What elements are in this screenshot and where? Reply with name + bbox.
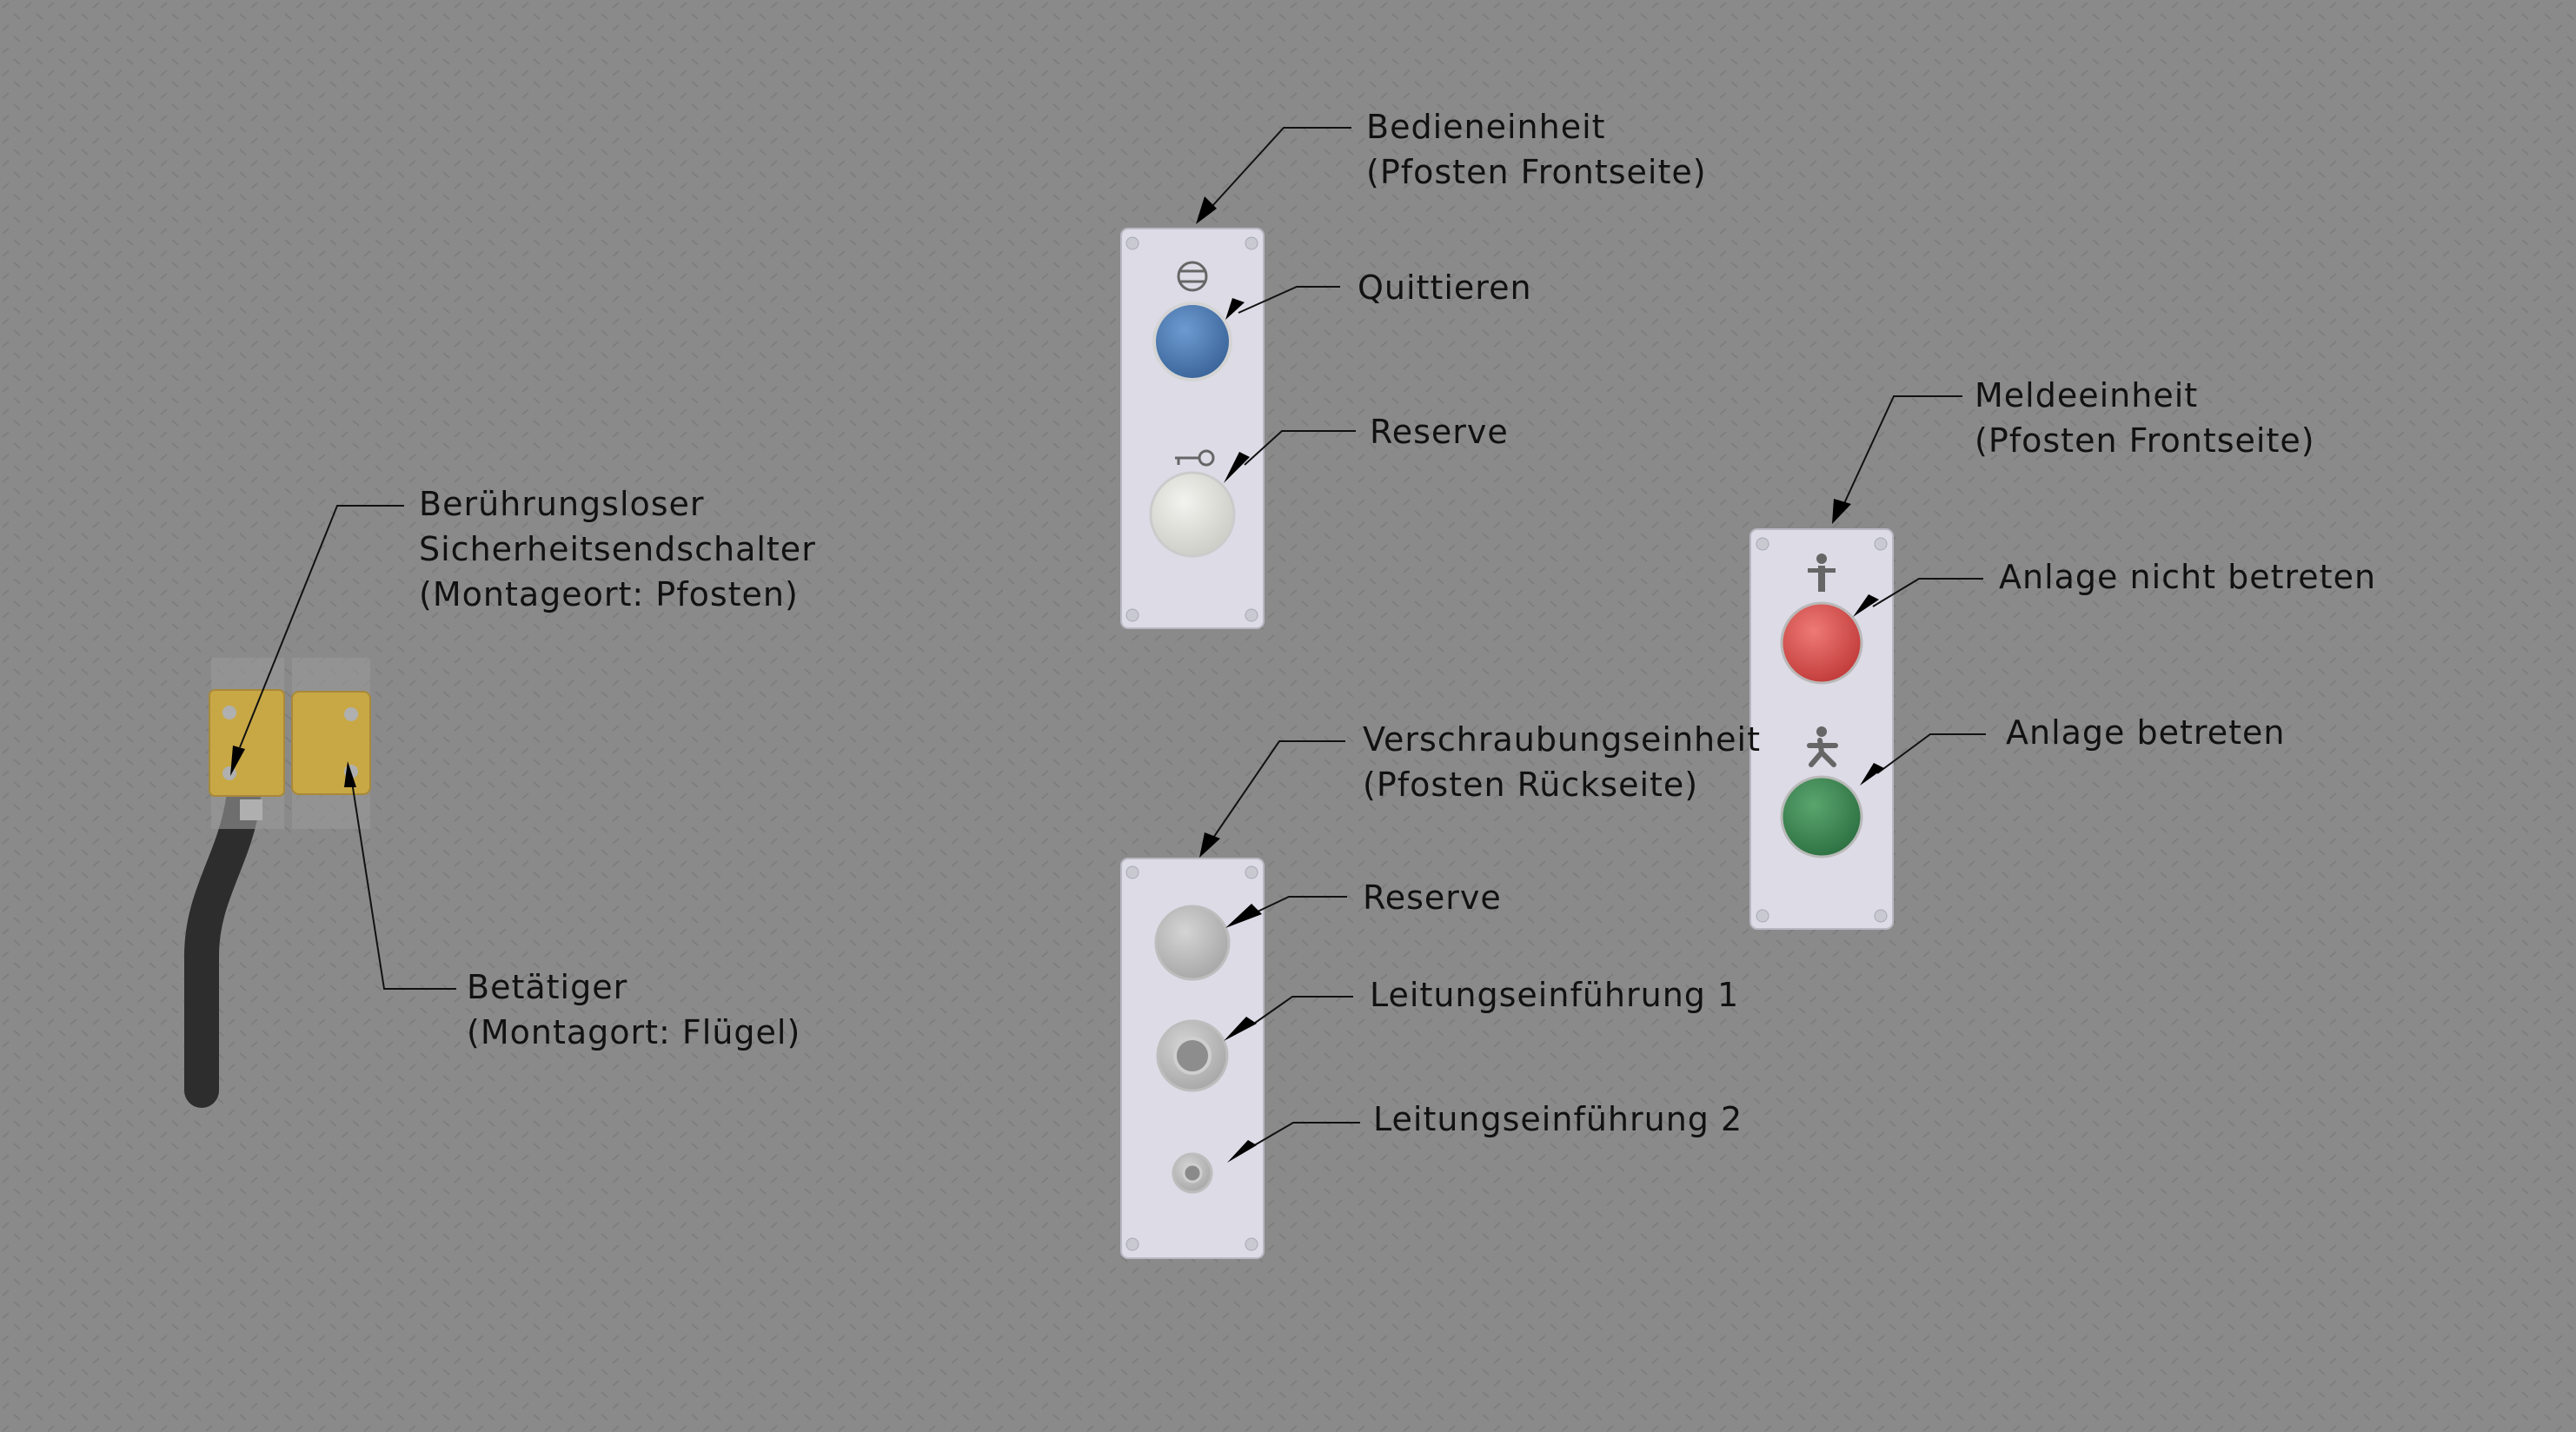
arrow-meldeeinheit — [1832, 499, 1851, 524]
label-verschraubungseinheit: Verschraubungseinheit (Pfosten Rückseite… — [1363, 717, 1761, 807]
leader-reserve-bottom — [1255, 896, 1347, 913]
meldeeinheit-panel — [1749, 528, 1894, 930]
label-leitung2-line1: Leitungseinführung 2 — [1373, 1100, 1743, 1138]
arrow-anlage-betreten — [1860, 763, 1884, 786]
arrow-reserve-top — [1224, 452, 1250, 483]
leader-leitung2 — [1251, 1122, 1360, 1148]
label-bedieneinheit-line1: Bedieneinheit — [1366, 108, 1606, 146]
label-sensor-line2: Sicherheitsendschalter — [419, 530, 816, 568]
label-betaetiger-line2: (Montagort: Flügel) — [467, 1013, 801, 1051]
standing-person-icon — [1808, 554, 1836, 592]
label-leitung2: Leitungseinführung 2 — [1373, 1097, 1743, 1142]
cable-gland-1 — [1156, 1019, 1229, 1092]
arrow-sensor — [230, 746, 245, 776]
label-betaetiger-line1: Betätiger — [467, 968, 628, 1006]
leader-meldeeinheit — [1840, 395, 1962, 512]
leader-betaetiger — [351, 781, 456, 990]
label-sensor-line3: (Montageort: Pfosten) — [419, 575, 799, 613]
label-anlage-betreten: Anlage betreten — [2006, 710, 2285, 755]
label-meldeeinheit-line2: (Pfosten Frontseite) — [1975, 421, 2315, 460]
arrow-reserve-bottom — [1225, 904, 1262, 928]
acknowledge-symbol-icon — [1177, 261, 1208, 292]
label-anlage-nicht-betreten: Anlage nicht betreten — [1999, 554, 2376, 600]
arrow-verschraubungseinheit — [1199, 832, 1220, 858]
label-bedieneinheit-line2: (Pfosten Frontseite) — [1366, 153, 1707, 191]
arrow-betaetiger — [344, 761, 356, 787]
label-quittieren: Quittieren — [1358, 265, 1532, 310]
leader-anlage-nicht-betreten — [1872, 578, 1983, 607]
leader-anlage-betreten — [1876, 733, 1986, 774]
arrow-leitung2 — [1227, 1140, 1257, 1163]
label-reserve-bottom: Reserve — [1363, 875, 1502, 920]
label-leitung1-line1: Leitungseinführung 1 — [1370, 976, 1740, 1014]
label-reserve-top: Reserve — [1370, 409, 1509, 454]
arrow-leitung1 — [1224, 1017, 1257, 1041]
anlage-betreten-lamp — [1780, 775, 1863, 859]
leader-arrowheads — [230, 196, 1884, 1163]
safety-sensor — [184, 658, 285, 1108]
label-verschraubungseinheit-line2: (Pfosten Rückseite) — [1363, 766, 1699, 804]
label-quittieren-line1: Quittieren — [1358, 268, 1532, 307]
label-anlage-betreten-line1: Anlage betreten — [2006, 713, 2286, 752]
leader-verschraubungseinheit — [1209, 740, 1345, 844]
walking-person-icon — [1807, 726, 1838, 767]
label-reserve-bottom-line1: Reserve — [1363, 878, 1502, 917]
quittieren-button[interactable] — [1152, 302, 1232, 381]
leader-sensor — [239, 505, 404, 748]
bedieneinheit-panel — [1120, 228, 1265, 629]
anlage-nicht-betreten-lamp — [1780, 601, 1863, 685]
cable-gland-2 — [1172, 1152, 1213, 1194]
label-anlage-nicht-betreten-line1: Anlage nicht betreten — [1999, 558, 2377, 596]
actuator — [291, 658, 371, 829]
label-leitung1: Leitungseinführung 1 — [1370, 972, 1739, 1018]
label-verschraubungseinheit-line1: Verschraubungseinheit — [1363, 720, 1761, 759]
arrow-anlage-nicht-betreten — [1853, 594, 1879, 617]
leader-bedieneinheit — [1203, 127, 1351, 216]
leader-reserve-top — [1244, 430, 1356, 466]
reserve-bottom-plug — [1154, 905, 1231, 981]
verschraubungseinheit-panel — [1120, 858, 1265, 1259]
arrow-quittieren — [1225, 298, 1245, 320]
label-meldeeinheit: Meldeeinheit (Pfosten Frontseite) — [1975, 373, 2315, 463]
label-reserve-top-line1: Reserve — [1370, 413, 1509, 451]
label-sensor: Berührungsloser Sicherheitsendschalter (… — [419, 481, 816, 617]
reserve-top-button[interactable] — [1149, 471, 1236, 558]
label-meldeeinheit-line1: Meldeeinheit — [1975, 376, 2199, 414]
leader-leitung1 — [1251, 996, 1353, 1026]
label-bedieneinheit: Bedieneinheit (Pfosten Frontseite) — [1366, 104, 1707, 195]
label-betaetiger: Betätiger (Montagort: Flügel) — [467, 965, 800, 1055]
key-icon — [1175, 449, 1215, 467]
label-sensor-line1: Berührungsloser — [419, 485, 705, 523]
leader-quittieren — [1238, 286, 1340, 314]
leader-lines — [239, 127, 1986, 1148]
arrow-bedieneinheit — [1196, 196, 1217, 224]
